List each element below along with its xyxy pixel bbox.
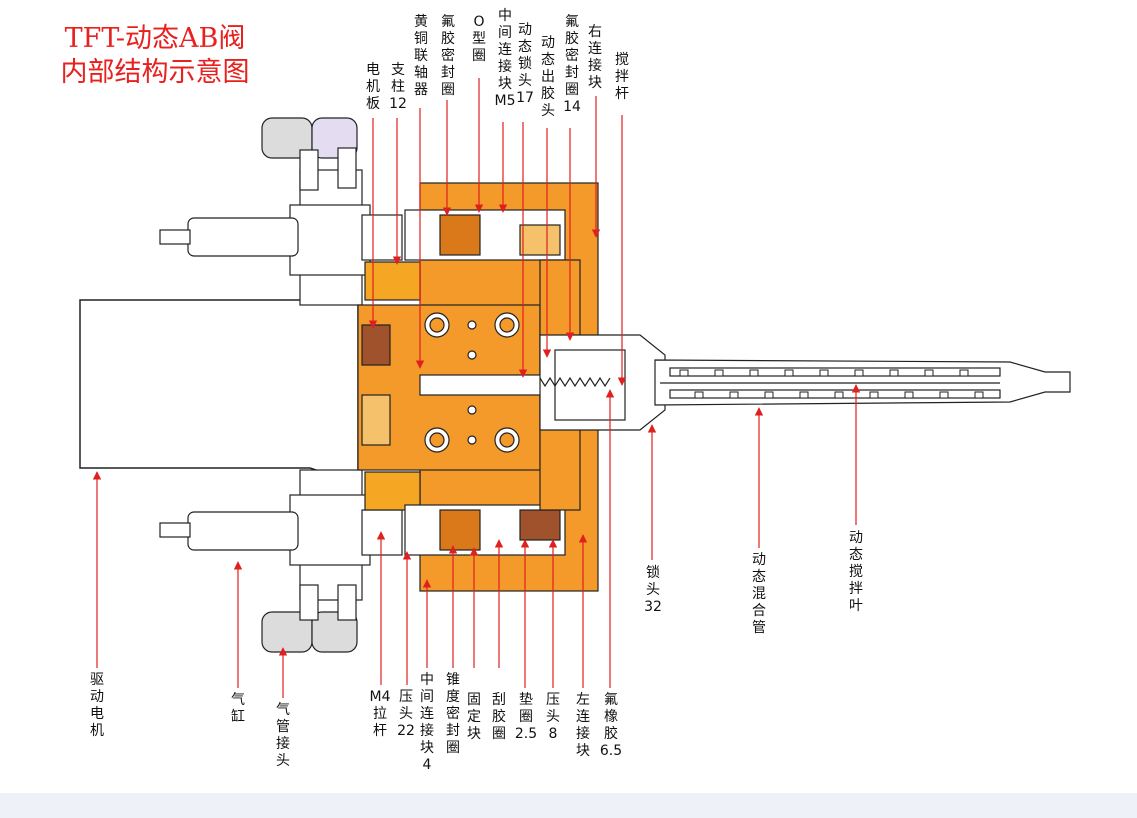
label-dynamic-mixing-tube: 动态混合管 xyxy=(752,552,766,636)
label-scraper-ring: 刮胶圈 xyxy=(492,692,506,742)
label-stir-rod: 搅拌杆 xyxy=(615,52,629,102)
label-left-connect-block: 左连接块 xyxy=(576,692,590,759)
leader-lines-bottom xyxy=(92,384,861,698)
label-drive-motor: 驱动电机 xyxy=(90,672,104,739)
valve-body xyxy=(357,182,621,592)
leader-lines-top xyxy=(368,78,627,386)
diagram-title-line1: TFT-动态AB阀 xyxy=(64,23,246,54)
label-brass-coupling: 黄铜联轴器 xyxy=(414,14,428,98)
drive-motor-body xyxy=(79,291,359,479)
mixing-tube-assembly xyxy=(539,334,1071,431)
label-right-connect-block: 右连接块 xyxy=(588,24,602,91)
label-taper-seal-ring: 锥度密封圈 xyxy=(446,672,460,756)
stir-blade-marks xyxy=(679,369,984,399)
bottom-cylinder-assembly xyxy=(159,469,403,653)
top-cylinder-assembly xyxy=(159,117,403,306)
label-air-pipe-joint: 气管接头 xyxy=(276,702,290,769)
label-motor-plate: 电机板 xyxy=(366,62,380,112)
label-fixing-block: 固定块 xyxy=(467,692,481,742)
label-dynamic-stir-blade: 动态搅拌叶 xyxy=(849,530,863,614)
label-air-cylinder: 气缸 xyxy=(231,692,245,725)
spring xyxy=(539,376,611,388)
diagram-title-line2: 内部结构示意图 xyxy=(60,57,250,88)
label-ptfe-seal-ring: 氟胶密封圈 xyxy=(441,14,455,98)
bottom-bar xyxy=(0,793,1137,818)
label-dynamic-outlet-head: 动态出胶头 xyxy=(541,35,555,119)
